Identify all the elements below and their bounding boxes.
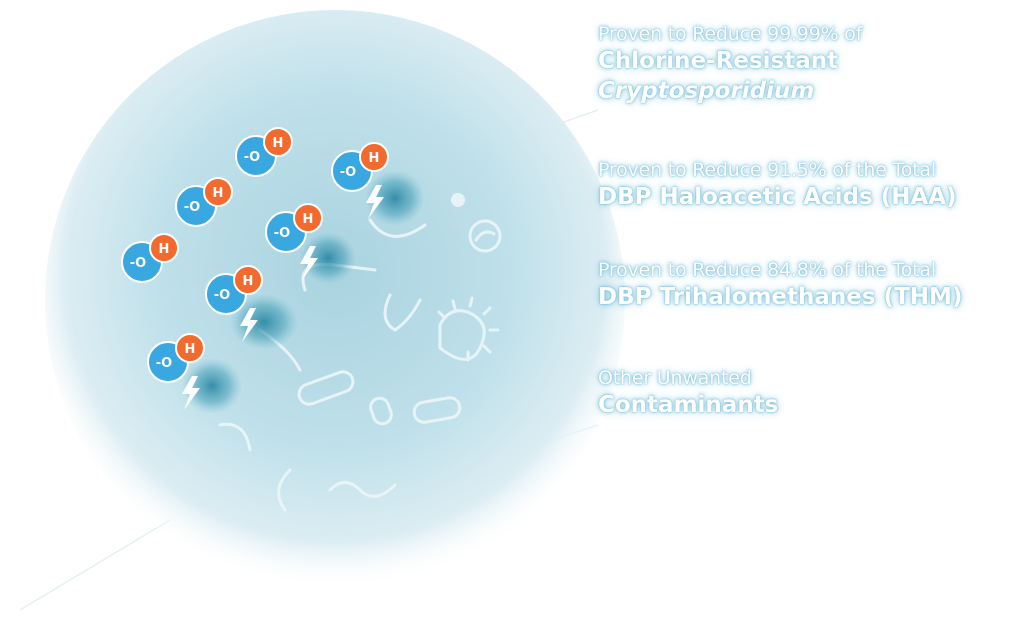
hydroxyl-molecule: -O H <box>235 127 293 177</box>
hydrogen-atom <box>175 333 205 363</box>
claim-headline: DBP Haloacetic Acids (HAA) <box>598 184 957 210</box>
contaminant-cell-inner <box>474 230 496 242</box>
oxygen-label: -O <box>340 165 356 180</box>
contaminant-dot <box>451 193 465 207</box>
contaminant-cell <box>468 219 502 253</box>
oxygen-label: -O <box>156 356 172 371</box>
claim-thm: Proven to Reduce 84.8% of the Total DBP … <box>598 258 962 312</box>
hydrogen-atom <box>263 127 293 157</box>
claim-headline: DBP Trihalomethanes (THM) <box>598 284 963 310</box>
contaminant-rod <box>412 396 462 424</box>
claim-headline-2: Cryptosporidium <box>598 78 815 104</box>
ionization-trails <box>182 170 425 414</box>
hydroxyl-molecule: -O H <box>205 265 263 342</box>
claim-lead: Proven to Reduce 99.99% of <box>598 23 863 45</box>
contaminant-curve <box>218 422 252 452</box>
hydroxyl-molecules: -O H -O H -O H -O H -O H -O H -O H <box>121 127 389 410</box>
hydrogen-label: H <box>273 136 284 151</box>
lightning-icon <box>366 185 384 219</box>
contaminant-arc <box>368 218 427 238</box>
oxygen-label: -O <box>214 288 230 303</box>
claim-lead: Other Unwanted <box>598 367 752 389</box>
hydroxyl-molecule: -O H <box>121 233 179 283</box>
claim-lead: Proven to Reduce 91.5% of the Total <box>598 159 936 181</box>
claim-haa: Proven to Reduce 91.5% of the Total DBP … <box>598 158 957 212</box>
hydrogen-label: H <box>213 186 224 201</box>
contaminant-worm <box>383 293 422 332</box>
hydrogen-label: H <box>303 212 314 227</box>
contaminant-protozoa <box>438 309 486 361</box>
claim-cryptosporidium: Proven to Reduce 99.99% of Chlorine-Resi… <box>598 22 862 106</box>
hydrogen-label: H <box>159 242 170 257</box>
hydroxyl-molecule: -O H <box>265 203 323 280</box>
hydrogen-atom <box>233 265 263 295</box>
oxygen-label: -O <box>244 150 260 165</box>
hydroxyl-molecule: -O H <box>175 177 233 227</box>
hydrogen-label: H <box>369 151 380 166</box>
lightning-icon <box>300 246 318 280</box>
claim-headline: Chlorine-Resistant <box>598 48 839 74</box>
hydrogen-atom <box>149 233 179 263</box>
claim-lead: Proven to Reduce 84.8% of the Total <box>598 259 936 281</box>
hydrogen-atom <box>203 177 233 207</box>
water-sphere <box>45 10 625 590</box>
hydrogen-label: H <box>185 342 196 357</box>
oxygen-label: -O <box>130 256 146 271</box>
lightning-icon <box>182 376 200 410</box>
contaminant-rod <box>369 396 393 426</box>
claim-other: Other Unwanted Contaminants <box>598 366 778 420</box>
hydroxyl-molecule: -O H <box>331 142 389 219</box>
contaminant-protozoa-spikes <box>437 296 500 362</box>
lightning-icon <box>240 308 258 342</box>
contaminant-arc <box>277 468 292 512</box>
claim-headline: Contaminants <box>598 392 779 418</box>
contaminant-rod <box>297 370 355 406</box>
hydroxyl-molecule: -O H <box>147 333 205 410</box>
contaminant-spiral <box>328 481 397 498</box>
oxygen-label: -O <box>274 226 290 241</box>
hydrogen-atom <box>359 142 389 172</box>
hydrogen-label: H <box>243 274 254 289</box>
hydrogen-atom <box>293 203 323 233</box>
oxygen-label: -O <box>184 200 200 215</box>
